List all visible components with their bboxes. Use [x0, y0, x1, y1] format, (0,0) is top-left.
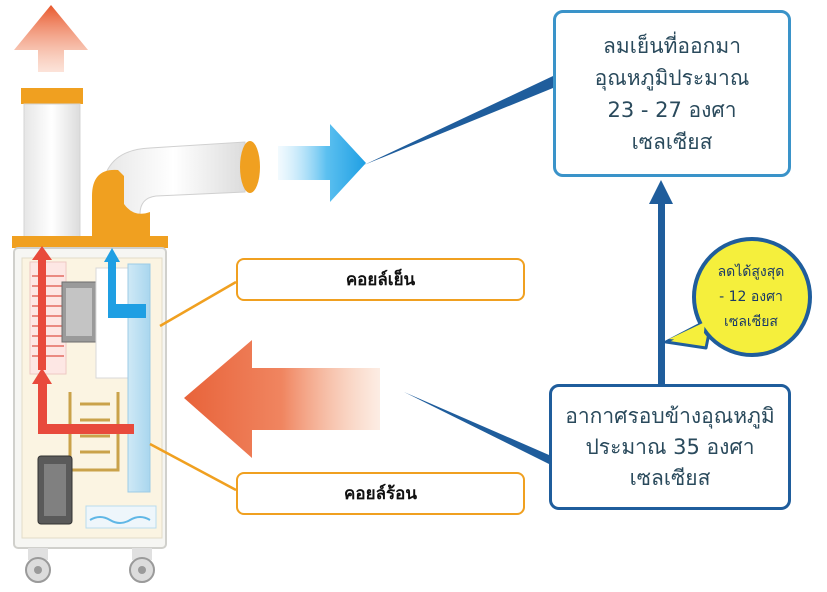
reduction-bubble-text: ลดได้สูงสุด - 12 องศา เซลเซียส: [697, 242, 805, 352]
cold-coil-label: คอยล์เย็น: [236, 258, 525, 301]
ambient-air-in-arrow: [184, 340, 380, 458]
callout-connectors: [364, 76, 673, 464]
bubble-line: - 12 องศา: [719, 288, 783, 305]
upward-arrowhead: [649, 180, 673, 204]
bubble-line: ลดได้สูงสุด: [717, 263, 785, 280]
cold-air-duct: [12, 141, 260, 248]
internal-cool-airflow: [104, 248, 146, 318]
hot-coil-label: คอยล์ร้อน: [236, 472, 525, 515]
temperature-reduction-bubble: [664, 237, 812, 357]
callout-line: อากาศรอบข้างอุณหภูมิ: [565, 403, 775, 428]
cool-air-temperature-callout: ลมเย็นที่ออกมา อุณหภูมิประมาณ 23 - 27 อง…: [553, 10, 791, 177]
exhaust-arrow: [14, 5, 88, 72]
callout-line: เซลเซียส: [629, 465, 711, 490]
callout-line: ประมาณ 35 องศา: [585, 434, 755, 459]
bubble-line: เซลเซียส: [724, 313, 778, 330]
cool-air-out-arrow: [278, 124, 366, 202]
callout-line: อุณหภูมิประมาณ: [594, 65, 750, 90]
callout-line: เซลเซียส: [631, 129, 713, 154]
internal-hot-airflow: [32, 246, 134, 434]
cabinet-wheels: [25, 548, 155, 583]
exhaust-duct: [21, 88, 83, 243]
cooler-cabinet: [13, 247, 167, 549]
callout-line: ลมเย็นที่ออกมา: [603, 33, 741, 58]
temperature-drop-bar: [658, 196, 665, 384]
coil-leader-lines: [149, 280, 237, 492]
callout-line: 23 - 27 องศา: [607, 97, 737, 122]
ambient-air-temperature-callout: อากาศรอบข้างอุณหภูมิ ประมาณ 35 องศา เซลเ…: [549, 384, 791, 510]
